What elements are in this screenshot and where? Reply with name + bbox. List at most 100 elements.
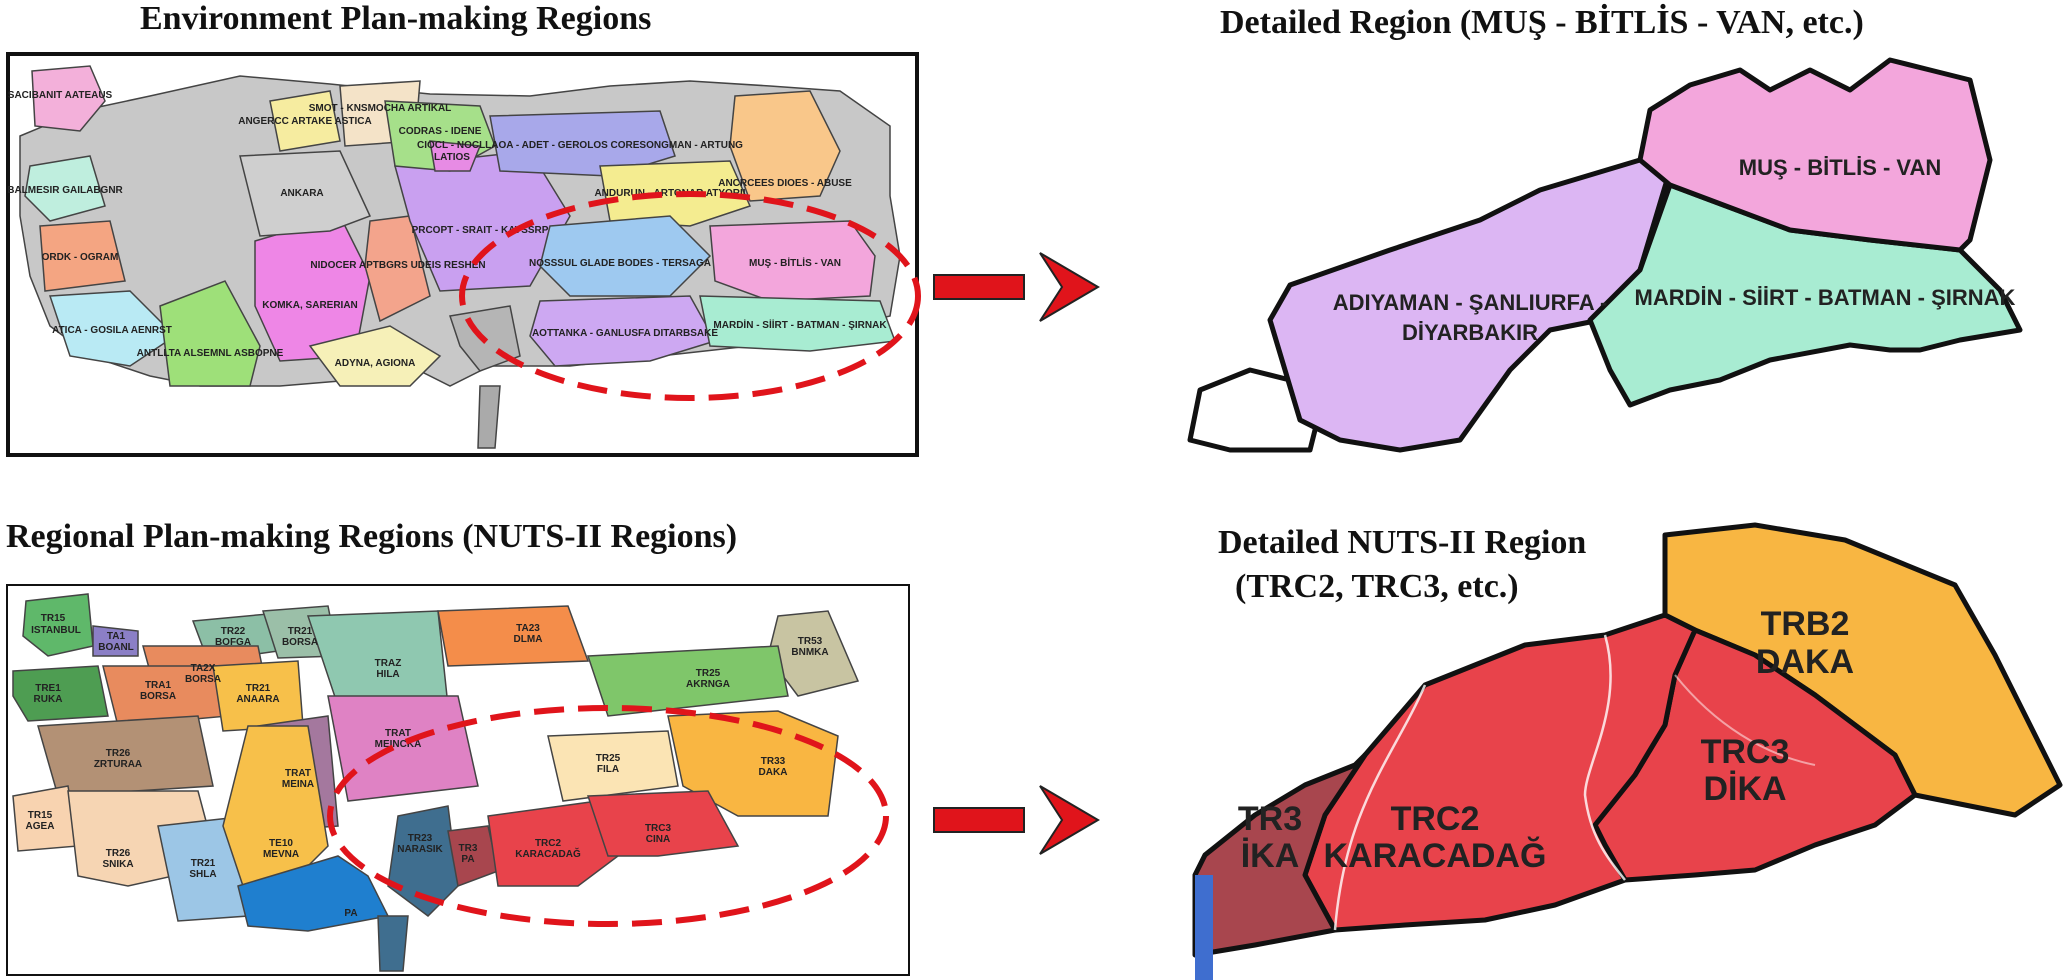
- env-label-kayseri: PRCOPT - SRAIT - KAYSSRP: [412, 225, 549, 236]
- nuts-label-trat1-code: TRAT: [285, 768, 311, 779]
- nuts-label-tr31-code: TRE1: [35, 683, 61, 694]
- detail-label-msbs: MARDİN - SİİRT - BATMAN - ŞIRNAK: [1635, 285, 2016, 310]
- nuts-detail-label-trc2-name: KARACADAĞ: [1324, 837, 1547, 875]
- environment-regions-title: Environment Plan-making Regions: [140, 0, 652, 37]
- detail-region-mbv: [1637, 57, 1993, 253]
- env-label-tekirdag: SACIBANIT AATEAUS: [8, 90, 113, 101]
- nuts-label-tr26a-code: TR26: [106, 748, 131, 759]
- nuts-label-trc2-code: TRC2: [535, 838, 562, 849]
- env-label-konya: KOMKA, SARERIAN: [262, 300, 358, 311]
- nuts-trat2: [327, 695, 479, 802]
- env-label-erzurum: ANDURUN - ARTONAR ATYORII: [594, 188, 745, 199]
- nuts-trc3: [586, 790, 740, 857]
- nuts-label-tr25a-name: AKRNGA: [686, 679, 730, 690]
- nuts-detail-label-tr3-name: İKA: [1241, 837, 1300, 875]
- arrow-bottom: [933, 785, 1100, 855]
- env-label-balikesir: BALMESIR GAILABGNR: [7, 185, 123, 196]
- env-region-erzurum: [599, 160, 752, 227]
- nuts-label-tr53-code: TR53: [798, 636, 823, 647]
- nuts-label-trc2-name: KARACADAĞ: [515, 847, 581, 860]
- detailed-nuts-title-line1: Detailed NUTS-II Region: [1218, 524, 1587, 561]
- nuts-detail-label-tr3-code: TR3: [1238, 800, 1302, 838]
- nuts-label-tr26a-name: ZRTURAA: [94, 759, 142, 770]
- nuts-label-tr15-name: AGEA: [26, 821, 55, 832]
- detailed-nuts-title-line2: (TRC2, TRC3, etc.): [1235, 568, 1519, 605]
- env-region-kastamonu: [429, 140, 482, 172]
- nuts-label-tr15-code: TR15: [28, 810, 53, 821]
- environment-map: SACIBANIT AATEAUS BALMESIR GAILABGNR ORD…: [7, 65, 921, 449]
- env-region-bolu: [269, 90, 341, 152]
- nuts-hatay: [377, 915, 409, 972]
- nuts-highlight-ellipse: [327, 705, 889, 927]
- env-region-antalya: [159, 280, 261, 387]
- nuts-label-tr41-code: TA2X: [191, 663, 216, 674]
- nuts-tr26a: [37, 715, 214, 797]
- nuts-label-tr22-code: TR22: [221, 626, 246, 637]
- nuts-label-tr33-code: TR33: [761, 756, 786, 767]
- env-region-ardahan: [729, 90, 841, 202]
- nuts-label-tr22-name: BOFGA: [215, 637, 251, 648]
- env-region-mardin: [699, 295, 897, 352]
- nuts-label-tr21c-code: TR21: [191, 858, 216, 869]
- nuts-label-tr31-name: RUKA: [34, 694, 63, 705]
- nuts-label-ta23-code: TA23: [516, 623, 540, 634]
- env-label-diyarbakir: AOTTANKA - GANLUSFA DITARBSAKE: [532, 328, 718, 339]
- nuts-label-traz-code: TRAZ: [375, 658, 402, 669]
- env-label-kastamonu: LATIOS: [434, 152, 470, 163]
- nuts-label-trat1-name: MEINA: [282, 779, 314, 790]
- nuts-label-tr33-name: DAKA: [759, 767, 788, 778]
- environment-detail-map: MUŞ - BİTLİS - VAN MARDİN - SİİRT - BATM…: [1187, 57, 2023, 453]
- nuts-detail-label-trc3-code: TRC3: [1701, 733, 1790, 771]
- env-region-balikesir: [24, 155, 106, 222]
- nuts-label-ta23-name: DLMA: [514, 634, 543, 645]
- env-label-musbitlisvan: MUŞ - BİTLİS - VAN: [749, 256, 841, 269]
- nuts-label-tr23-code: TR23: [408, 833, 433, 844]
- nuts-ta23: [437, 605, 590, 667]
- env-label-adana: ADYNA, AGIONA: [335, 358, 416, 369]
- env-label-aydin: ATICA - GOSILA AENRST: [52, 325, 172, 336]
- nuts-regions-title: Regional Plan-making Regions (NUTS-II Re…: [6, 518, 738, 555]
- nuts-label-trat2-code: TRAT: [385, 728, 411, 739]
- nuts-label-trc3-name: CINA: [646, 834, 670, 845]
- nuts-detail-blue-edge: [1195, 875, 1213, 980]
- nuts-label-tr3-code: TR3: [459, 843, 478, 854]
- nuts-te10: [222, 725, 329, 887]
- nuts-detail-trc2: [1302, 612, 1698, 933]
- nuts-label-te10-code: TE10: [269, 838, 293, 849]
- nuts-label-tr21b-code: TR21: [288, 626, 313, 637]
- env-label-corum: CODRAS - IDENE: [399, 126, 482, 137]
- nuts-label-tr3-name: PA: [461, 854, 474, 865]
- nuts-label-tr6-name: PA: [344, 908, 357, 919]
- detail-label-asd-line2: DİYARBAKIR: [1402, 320, 1538, 345]
- env-highlight-ellipse: [459, 191, 921, 401]
- nuts-label-tr21a-code: TR21: [246, 683, 271, 694]
- nuts-trc2: [487, 800, 619, 887]
- nuts-label-bol-code: TA1: [107, 631, 126, 642]
- env-region-ankara: [239, 150, 372, 237]
- env-region-aydin: [48, 290, 177, 367]
- nuts-label-trc3-code: TRC3: [645, 823, 672, 834]
- nuts-tr25b: [547, 730, 679, 802]
- nuts-tr25a: [586, 645, 789, 717]
- env-label-ardahan: ANCRCEES DIOES - ABUSE: [718, 178, 852, 189]
- nuts-map: TR15 ISTANBUL TA1 BOANL TR22 BOFGA TR21 …: [12, 593, 889, 972]
- nuts-label-tra1-code: TRA1: [145, 680, 172, 691]
- env-region-izmir: [39, 220, 126, 292]
- nuts-label-tra1-name: BORSA: [140, 691, 176, 702]
- env-label-malatya: NOSSSUL GLADE BODES - TERSAGA: [529, 258, 711, 269]
- nuts-detail-label-trb2-name: DAKA: [1756, 643, 1854, 681]
- nuts-label-tr21c-name: SHLA: [189, 869, 216, 880]
- env-region-diyarbakir: [529, 295, 717, 367]
- env-label-bolu: ANGERCC ARTAKE ASTICA: [238, 116, 372, 127]
- nuts-detail-map: TRB2 DAKA TRC3 DİKA TRC2 KARACADAĞ TR3 İ…: [1192, 522, 2063, 980]
- env-hatay-tail: [477, 385, 501, 449]
- env-label-blacksea: CIOCL - NOCLLAOA - ADET - GEROLOS CORESO…: [417, 140, 743, 151]
- arrow-top: [933, 252, 1100, 322]
- nuts-label-tr26b-code: TR26: [106, 848, 131, 859]
- nuts-label-tr25b-name: FILA: [597, 764, 619, 775]
- nuts-label-tr21a-name: ANAARA: [236, 694, 279, 705]
- detail-label-asd-line1: ADIYAMAN - ŞANLIURFA -: [1333, 290, 1608, 315]
- nuts-label-tr25a-code: TR25: [696, 668, 721, 679]
- env-label-izmir: ORDK - OGRAM: [42, 252, 119, 263]
- env-region-nigde: [364, 215, 431, 323]
